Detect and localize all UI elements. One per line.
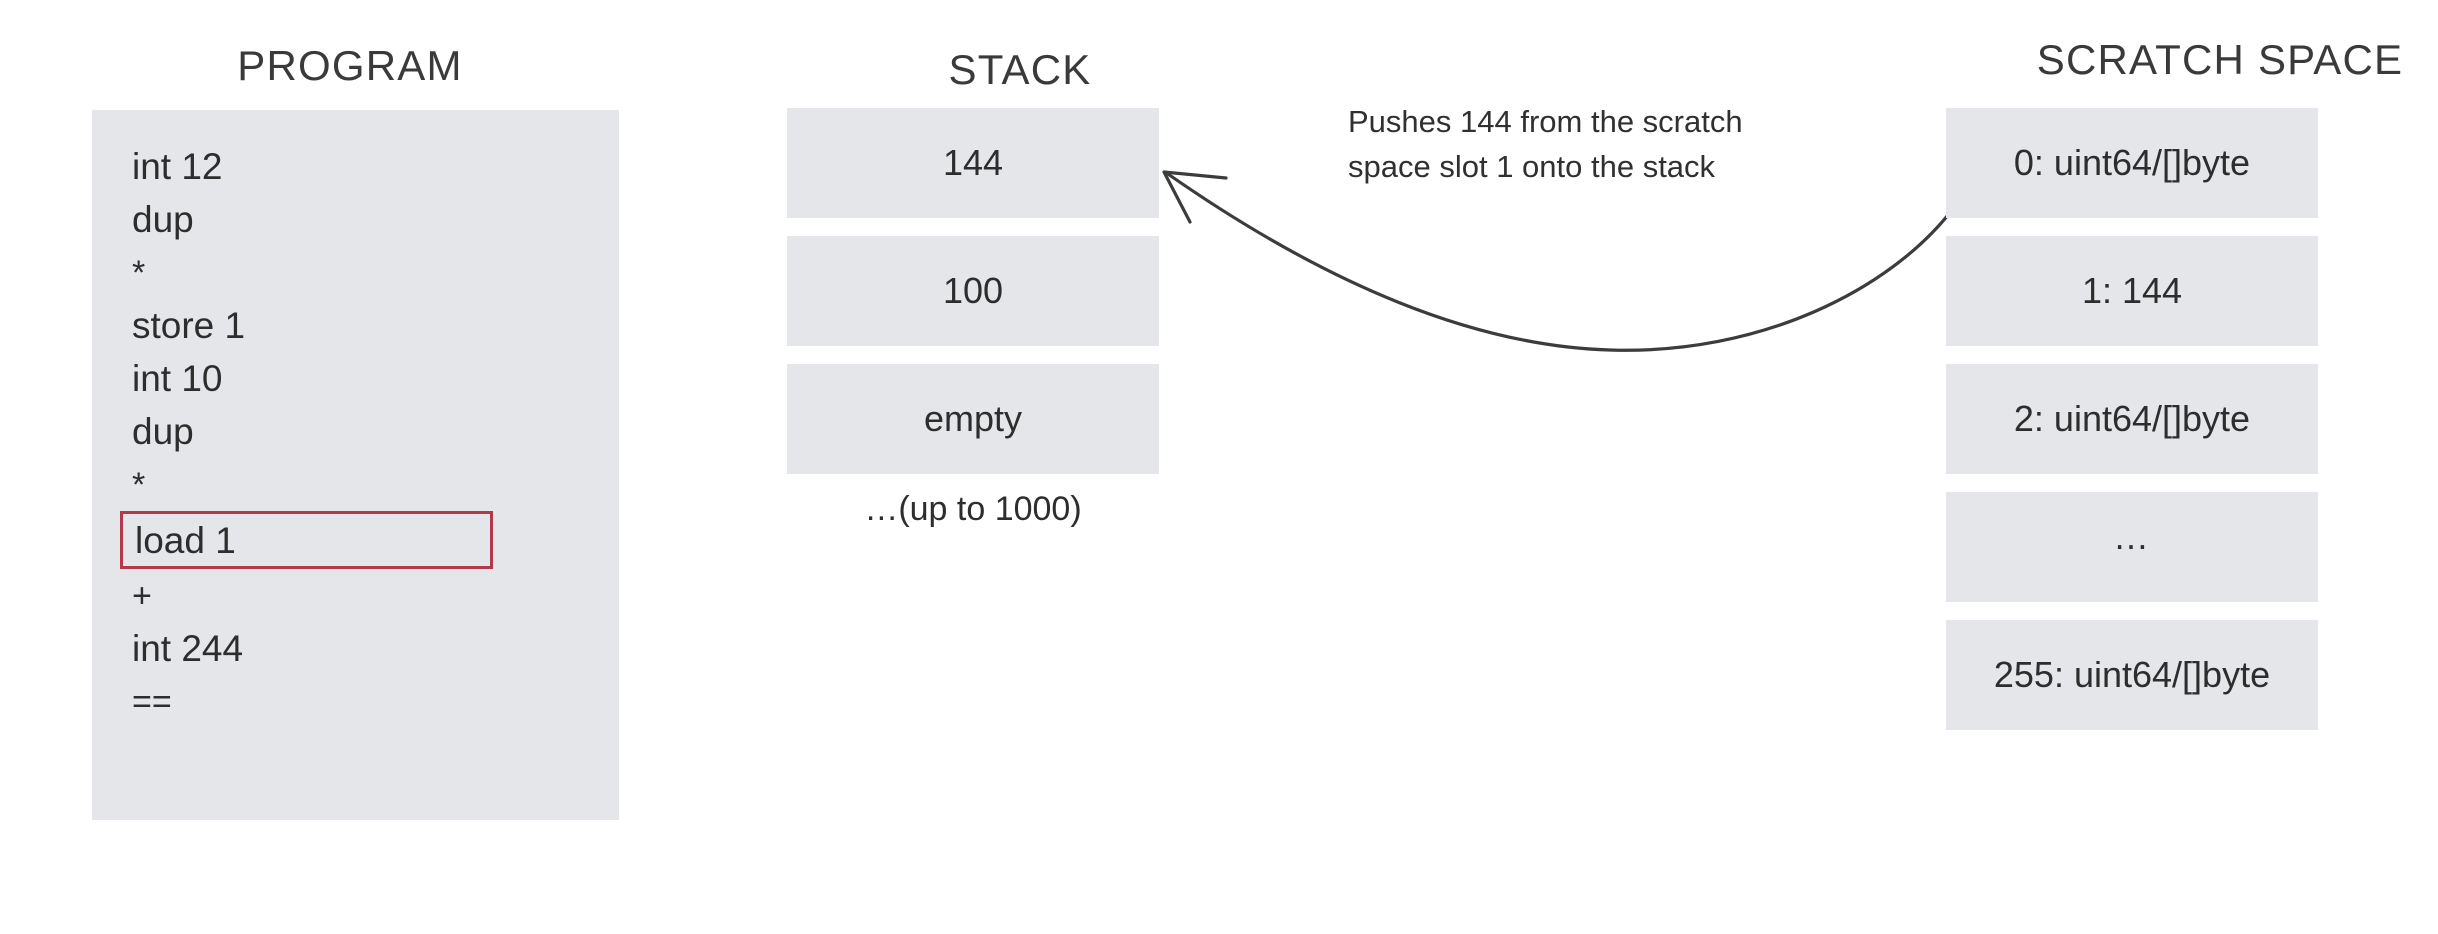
- program-line: store 1: [132, 305, 246, 346]
- program-line: int 12: [132, 146, 223, 187]
- program-line: +: [132, 576, 152, 615]
- annotation-line-2: space slot 1 onto the stack: [1348, 148, 1716, 184]
- program-line: *: [132, 465, 146, 504]
- scratch-space-slot: 255: uint64/[]byte: [1946, 620, 2318, 730]
- stack-slot: 144: [787, 108, 1159, 218]
- program-line: dup: [132, 199, 194, 240]
- stack-slot: empty: [787, 364, 1159, 474]
- program-column-heading: PROGRAM: [237, 42, 463, 89]
- program-line: int 244: [132, 628, 244, 669]
- program-line: dup: [132, 411, 194, 452]
- annotation-text: Pushes 144 from the scratch space slot 1…: [1348, 100, 1818, 190]
- scratch-space-slot: 0: uint64/[]byte: [1946, 108, 2318, 218]
- stack-column-heading: STACK: [948, 46, 1092, 93]
- stack-slot: 100: [787, 236, 1159, 346]
- program-line: ==: [132, 682, 172, 721]
- scratch-space-slot: …: [1946, 492, 2318, 602]
- program-line-highlighted: load 1: [120, 511, 493, 569]
- program-panel: [92, 110, 619, 820]
- scratch-space-ellipsis: …: [2113, 516, 2151, 557]
- scratch-space-slot: 2: uint64/[]byte: [1946, 364, 2318, 474]
- scratch-space-slot: 1: 144: [1946, 236, 2318, 346]
- program-line: int 10: [132, 358, 223, 399]
- scratch-space-column-heading: SCRATCH SPACE: [2036, 36, 2404, 83]
- program-line: *: [132, 253, 146, 292]
- stack-capacity-note: …(up to 1000): [864, 490, 1082, 528]
- annotation-line-1: Pushes 144 from the scratch: [1348, 104, 1743, 139]
- program-instruction-list: int 12 dup * store 1 int 10 dup * load 1…: [120, 140, 588, 728]
- curved-arrow-icon: [1162, 170, 1954, 352]
